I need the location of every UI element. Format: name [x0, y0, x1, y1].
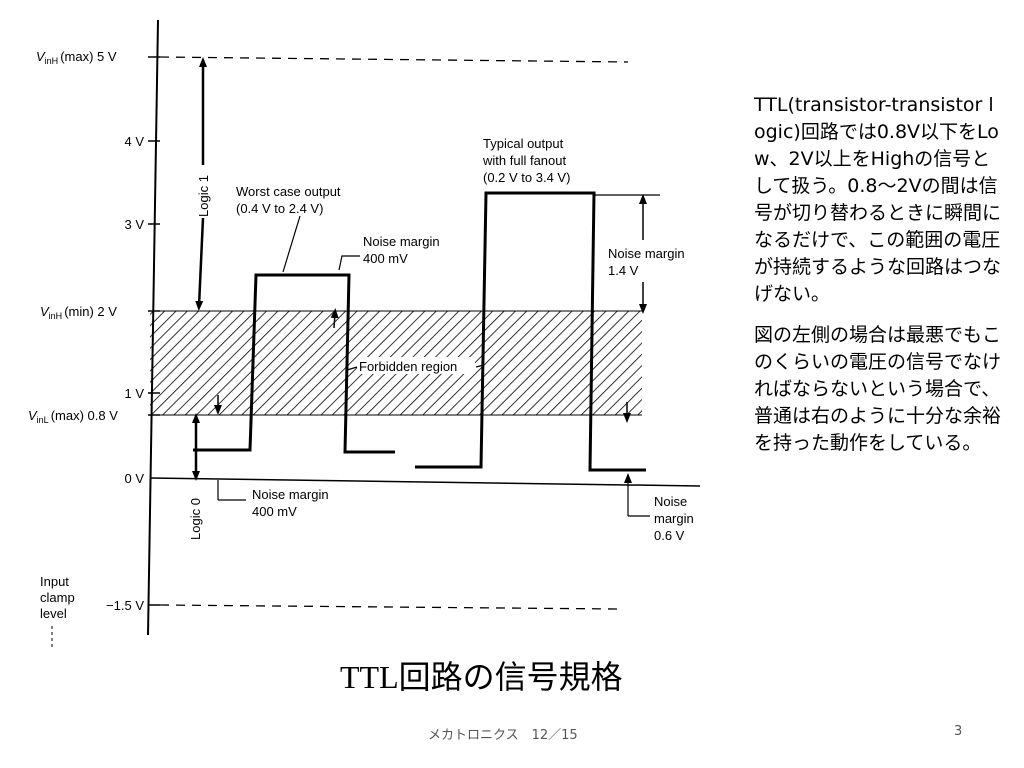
input-clamp-label: Input clamp level — [40, 574, 75, 621]
noise-margin-top-arrow — [330, 308, 339, 329]
noise-margin-14-label-2: 1.4 V — [608, 263, 639, 278]
label-vinh-max: VinH(max) 5 V — [36, 49, 117, 66]
worst-case-label-2: (0.4 V to 2.4 V) — [236, 201, 323, 216]
forbidden-region-label: Forbidden region — [359, 359, 457, 374]
label-vinh-min: VinH(min) 2 V — [40, 304, 117, 321]
clamp-dashed-line — [159, 604, 619, 610]
label-4v: 4 V — [124, 134, 144, 149]
svg-text:Input: Input — [40, 574, 69, 589]
svg-text:level: level — [40, 606, 67, 621]
label-vinl-max: VinL(max) 0.8 V — [28, 408, 118, 425]
label-1v: 1 V — [124, 386, 144, 401]
worst-case-leader — [282, 215, 301, 273]
vinh-max-dashed-line — [159, 56, 629, 63]
label-3v: 3 V — [124, 217, 144, 232]
typical-waveform — [415, 191, 646, 472]
label-0v: 0 V — [124, 471, 144, 486]
typical-label-2: with full fanout — [482, 153, 566, 168]
noise-margin-top-label-1: Noise margin — [363, 234, 440, 249]
logic1-arrow-bottom — [195, 217, 205, 311]
forbidden-label-bg — [357, 357, 475, 374]
zero-volt-line — [149, 477, 701, 487]
svg-text:clamp: clamp — [40, 590, 75, 605]
typical-label-3: (0.2 V to 3.4 V) — [483, 170, 570, 185]
noise-margin-06-label-1: Noise — [654, 494, 687, 509]
noise-margin-top-label-2: 400 mV — [363, 251, 408, 266]
slide-title: TTL回路の信号規格 — [340, 659, 623, 695]
worst-case-label-1: Worst case output — [236, 184, 341, 199]
label-clamp-voltage: −1.5 V — [106, 598, 144, 613]
noise-margin-bottom-label-2: 400 mV — [252, 504, 297, 519]
explanation-text: TTL(transistor-transistor logic)回路では0.8V… — [754, 92, 1004, 471]
noise-margin-bottom-label-1: Noise margin — [252, 487, 329, 502]
forbidden-leader-left — [346, 366, 358, 371]
typical-label-1: Typical output — [483, 136, 564, 151]
logic0-label: Logic 0 — [188, 498, 203, 540]
logic1-label: Logic 1 — [196, 175, 211, 217]
noise-margin-14-label-1: Noise margin — [608, 246, 685, 261]
voltage-axis — [147, 19, 159, 636]
worst-case-waveform — [193, 273, 395, 454]
page-number: 3 — [954, 724, 963, 739]
slide-footer: メカトロニクス 12／15 — [428, 728, 578, 743]
forbidden-leader-right — [475, 364, 485, 368]
explanation-paragraph-2: 図の左側の場合は最悪でもこのくらいの電圧の信号でなければならないという場合で、普… — [754, 324, 1002, 454]
axis-ticks — [148, 56, 160, 606]
ttl-level-diagram: VinH(max) 5 V 4 V 3 V VinH(min) 2 V 1 V … — [28, 19, 701, 650]
explanation-paragraph-1: TTL(transistor-transistor logic)回路では0.8V… — [754, 94, 1002, 305]
noise-margin-top-leader — [338, 255, 360, 271]
noise-margin-06-label-3: 0.6 V — [654, 528, 685, 543]
noise-margin-06-label-2: margin — [654, 511, 694, 526]
